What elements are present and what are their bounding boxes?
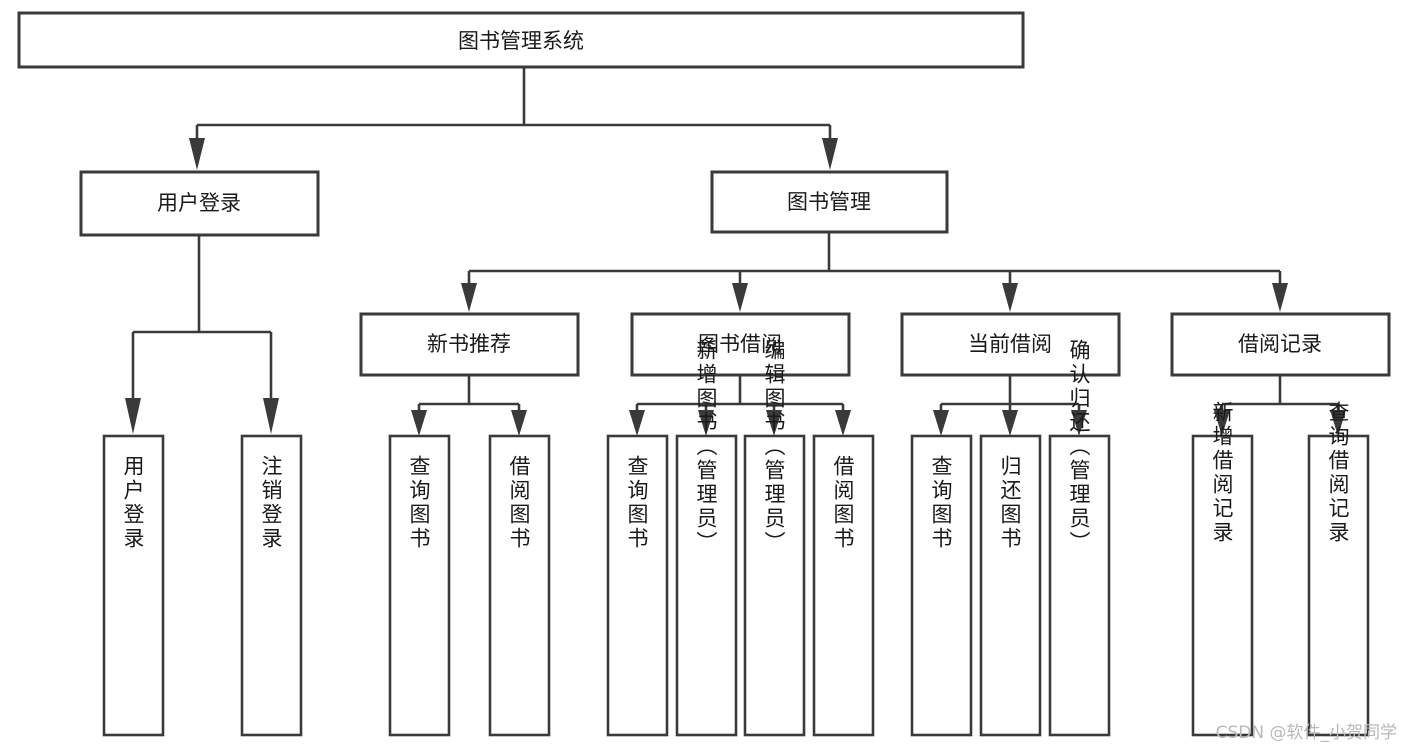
node-user-login-label: 用户登录 bbox=[157, 191, 241, 215]
leaf-node[interactable]: 借阅图书 bbox=[812, 434, 875, 737]
leaf-label: 借阅图书 bbox=[507, 455, 531, 551]
node-book-borrow[interactable]: 图书借阅 bbox=[630, 312, 851, 377]
node-root-label: 图书管理系统 bbox=[458, 29, 584, 53]
node-new-book-recommend[interactable]: 新书推荐 bbox=[359, 312, 580, 377]
leaf-node[interactable]: 新增借阅记录 bbox=[1191, 401, 1254, 737]
leaf-node[interactable]: 确认归还（管理员） bbox=[1048, 339, 1111, 737]
leaf-node[interactable]: 新增图书（管理员） bbox=[675, 339, 738, 737]
node-borrow-record[interactable]: 借阅记录 bbox=[1170, 312, 1391, 377]
connector-bookmgmt-to-level3 bbox=[461, 232, 1288, 312]
leaf-node[interactable]: 用户登录 bbox=[102, 434, 165, 737]
node-book-management-label: 图书管理 bbox=[787, 190, 871, 214]
node-new-book-recommend-label: 新书推荐 bbox=[427, 332, 511, 356]
node-root-system[interactable]: 图书管理系统 bbox=[17, 11, 1025, 69]
leaf-label: 查询图书 bbox=[407, 455, 431, 551]
leaf-label: 注销登录 bbox=[259, 455, 283, 551]
node-book-management[interactable]: 图书管理 bbox=[710, 170, 949, 234]
leaf-label: 归还图书 bbox=[998, 455, 1022, 551]
connector-newbook-to-leaves bbox=[411, 375, 527, 436]
node-current-borrow-label: 当前借阅 bbox=[968, 332, 1052, 356]
leaf-label: 查询图书 bbox=[625, 455, 649, 551]
leaf-node[interactable]: 归还图书 bbox=[979, 434, 1042, 737]
node-current-borrow[interactable]: 当前借阅 bbox=[900, 312, 1121, 377]
leaf-node[interactable]: 编辑图书（管理员） bbox=[743, 339, 806, 737]
connector-root-to-level2 bbox=[189, 67, 838, 170]
leaf-label: 查询图书 bbox=[929, 455, 953, 551]
leaf-node[interactable]: 查询借阅记录 bbox=[1307, 401, 1370, 737]
leaf-label: 新增借阅记录 bbox=[1210, 401, 1234, 545]
leaf-node[interactable]: 借阅图书 bbox=[488, 434, 551, 737]
leaf-label: 确认归还（管理员） bbox=[1067, 339, 1091, 555]
leaf-label: 新增图书（管理员） bbox=[694, 339, 718, 555]
leaf-node[interactable]: 查询图书 bbox=[910, 434, 973, 737]
connector-userlogin-to-leaves bbox=[125, 236, 279, 434]
leaf-label: 用户登录 bbox=[121, 455, 145, 551]
leaf-node[interactable]: 注销登录 bbox=[240, 434, 303, 737]
leaf-node[interactable]: 查询图书 bbox=[606, 434, 669, 737]
node-borrow-record-label: 借阅记录 bbox=[1238, 332, 1322, 356]
connector-bookborrow-to-leaves bbox=[629, 375, 851, 436]
connector-currentborrow-to-leaves bbox=[933, 375, 1087, 436]
leaf-node[interactable]: 查询图书 bbox=[388, 434, 451, 737]
leaf-label: 编辑图书（管理员） bbox=[762, 339, 786, 555]
leaf-label: 查询借阅记录 bbox=[1326, 401, 1350, 545]
watermark-text: CSDN @软件_小贺同学 bbox=[1215, 723, 1397, 743]
leaf-label: 借阅图书 bbox=[831, 455, 855, 551]
connector-borrowrecord-to-leaves bbox=[1214, 375, 1346, 436]
node-book-borrow-label: 图书借阅 bbox=[698, 332, 782, 356]
node-user-login[interactable]: 用户登录 bbox=[79, 170, 320, 237]
